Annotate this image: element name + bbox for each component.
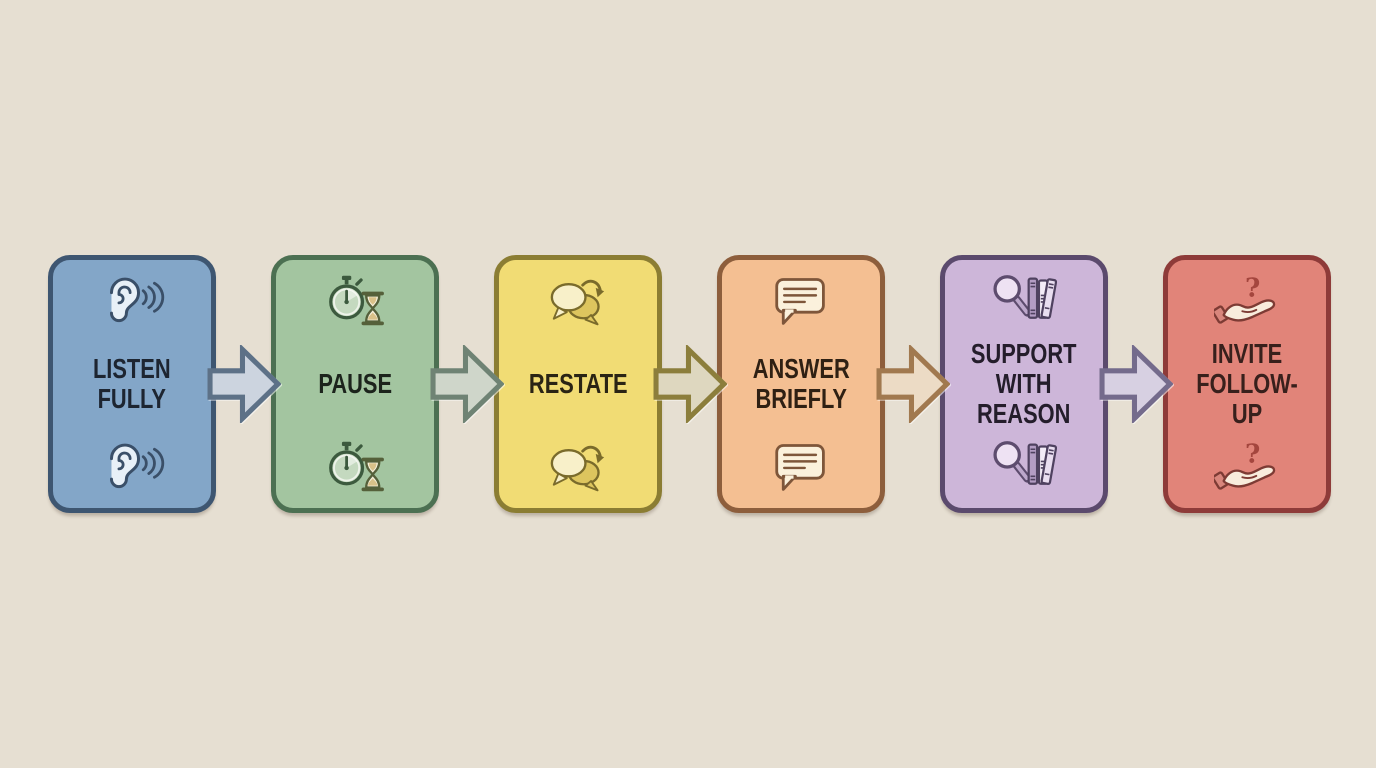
ear-icon bbox=[99, 273, 165, 329]
chat-message-icon bbox=[768, 273, 834, 329]
step-answer-briefly: ANSWER BRIEFLY bbox=[717, 255, 885, 513]
flow-arrow bbox=[207, 345, 281, 423]
step-label: ANSWER BRIEFLY bbox=[752, 352, 850, 414]
step-label: LISTEN FULLY bbox=[93, 352, 171, 414]
flow-arrow bbox=[876, 345, 950, 423]
step-support-with-reason: SUPPORT WITH REASON bbox=[940, 255, 1108, 513]
ear-icon bbox=[99, 439, 165, 495]
flow-arrow bbox=[653, 345, 727, 423]
stopwatch-hourglass-icon bbox=[322, 273, 388, 329]
step-label: INVITE FOLLOW-UP bbox=[1196, 337, 1298, 430]
hand-question-icon bbox=[1214, 273, 1280, 329]
step-listen-fully: LISTEN FULLY bbox=[48, 255, 216, 513]
chat-message-icon bbox=[768, 439, 834, 495]
stopwatch-hourglass-icon bbox=[322, 439, 388, 495]
step-invite-follow-up: INVITE FOLLOW-UP bbox=[1163, 255, 1331, 513]
speech-bubbles-restate-icon bbox=[545, 439, 611, 495]
step-label: PAUSE bbox=[318, 367, 392, 399]
step-pause: PAUSE bbox=[271, 255, 439, 513]
flow-arrow bbox=[1099, 345, 1173, 423]
flow-arrow bbox=[430, 345, 504, 423]
speech-bubbles-restate-icon bbox=[545, 273, 611, 329]
step-restate: RESTATE bbox=[494, 255, 662, 513]
step-label: RESTATE bbox=[528, 367, 628, 399]
hand-question-icon bbox=[1214, 438, 1280, 495]
step-label: SUPPORT WITH REASON bbox=[971, 337, 1077, 430]
magnifier-books-icon bbox=[991, 273, 1057, 329]
magnifier-books-icon bbox=[991, 439, 1057, 495]
process-flow: LISTEN FULLY PAUSE RESTATE ANSWER BRIEFL… bbox=[48, 255, 1331, 513]
